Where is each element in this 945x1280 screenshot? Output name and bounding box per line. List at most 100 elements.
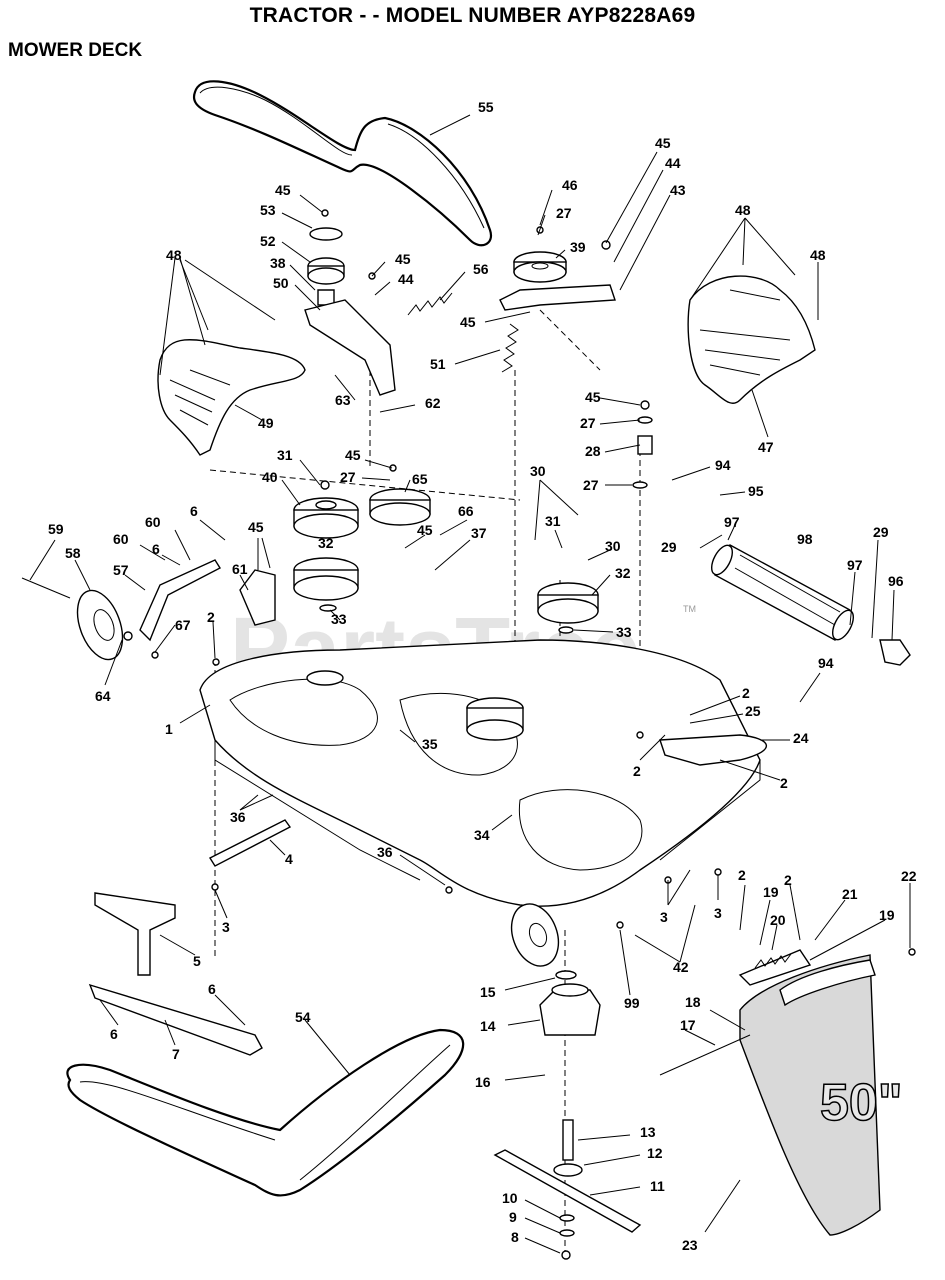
part-callout: 2 <box>633 763 641 779</box>
part-callout: 29 <box>661 539 677 555</box>
part-callout: 96 <box>888 573 904 589</box>
trademark-mark: TM <box>683 604 696 614</box>
spindle-pulley-65 <box>369 488 431 526</box>
part-callout: 27 <box>583 477 599 493</box>
part-callout: 63 <box>335 392 351 408</box>
part-callout: 35 <box>422 736 438 752</box>
part-callout: 52 <box>260 233 276 249</box>
part-callout: 57 <box>113 562 129 578</box>
part-callout: 48 <box>810 247 826 263</box>
part-callout: 60 <box>145 514 161 530</box>
part-callout: 5 <box>193 953 201 969</box>
part-callout: 30 <box>605 538 621 554</box>
part-callout: 37 <box>471 525 487 541</box>
deck-idler-pulley <box>466 697 524 741</box>
part-callout: 9 <box>509 1209 517 1225</box>
part-callout: 46 <box>562 177 578 193</box>
part-callout: 64 <box>95 688 111 704</box>
spindle-shaft-13 <box>562 1119 574 1161</box>
part-callout: 29 <box>873 524 889 540</box>
part-callout: 25 <box>745 703 761 719</box>
part-callout: 48 <box>166 247 182 263</box>
part-callout: 21 <box>842 886 858 902</box>
part-callout: 6 <box>190 503 198 519</box>
part-callout: 24 <box>793 730 809 746</box>
blade-bracket-5 <box>94 892 176 976</box>
part-callout: 43 <box>670 182 686 198</box>
center-gauge-wheel <box>510 903 560 967</box>
gauge-wheel-58 <box>76 589 124 661</box>
part-callout: 1 <box>165 721 173 737</box>
part-callout: 65 <box>412 471 428 487</box>
part-callout: 7 <box>172 1046 180 1062</box>
drive-belt-55 <box>192 80 493 247</box>
drive-belt-54 <box>66 1028 465 1197</box>
part-callout: 2 <box>207 609 215 625</box>
bracket-61 <box>239 569 276 626</box>
part-callout: 45 <box>460 314 476 330</box>
part-callout: 97 <box>724 514 740 530</box>
deflector-bracket-24 <box>659 734 767 766</box>
part-callout: 99 <box>624 995 640 1011</box>
part-callout: 47 <box>758 439 774 455</box>
part-callout: 19 <box>763 884 779 900</box>
spindle-pulley-32-right <box>537 582 599 624</box>
part-callout: 16 <box>475 1074 491 1090</box>
part-callout: 40 <box>262 469 278 485</box>
part-callout: 34 <box>474 827 490 843</box>
part-callout: 30 <box>530 463 546 479</box>
part-callout: 4 <box>285 851 293 867</box>
part-callout: 8 <box>511 1229 519 1245</box>
spindle-housing-14 <box>539 989 601 1036</box>
part-callout: 58 <box>65 545 81 561</box>
part-callout: 3 <box>714 905 722 921</box>
part-callout: 56 <box>473 261 489 277</box>
part-callout: 45 <box>275 182 291 198</box>
part-callout: 3 <box>222 919 230 935</box>
section-title: MOWER DECK <box>8 40 143 61</box>
part-callout: 32 <box>318 535 334 551</box>
part-callout: 61 <box>232 561 248 577</box>
diagram-title: TRACTOR - - MODEL NUMBER AYP8228A69 <box>249 4 696 27</box>
deck-spindle-left <box>306 670 344 686</box>
mower-blade-11 <box>493 1149 642 1233</box>
spindle-pulley-32-left <box>293 557 359 601</box>
part-callout: 36 <box>377 844 393 860</box>
part-callout: 27 <box>580 415 596 431</box>
hinge-bracket-21 <box>738 949 812 986</box>
part-callout: 33 <box>616 624 632 640</box>
part-callout: 27 <box>340 469 356 485</box>
part-callout: 45 <box>395 251 411 267</box>
part-callout: 28 <box>585 443 601 459</box>
idler-bracket-43 <box>499 284 616 311</box>
part-callout: 19 <box>879 907 895 923</box>
part-callout: 53 <box>260 202 276 218</box>
part-callout: 60 <box>113 531 129 547</box>
part-callout: 2 <box>784 872 792 888</box>
mower-deck-housing-1 <box>199 639 761 907</box>
part-callout: 11 <box>650 1178 665 1194</box>
part-callout: 23 <box>682 1237 698 1253</box>
part-callout: 39 <box>570 239 586 255</box>
discharge-chute-23: 50" <box>739 954 903 1236</box>
part-callout: 44 <box>665 155 681 171</box>
callout-leader-lines <box>29 114 911 1254</box>
part-callout: 94 <box>715 457 731 473</box>
part-callout: 51 <box>430 356 446 372</box>
part-callout: 98 <box>797 531 813 547</box>
blade-adapter-12 <box>553 1163 583 1177</box>
part-callout: 10 <box>502 1190 518 1206</box>
part-callout: 18 <box>685 994 701 1010</box>
part-callout: 45 <box>248 519 264 535</box>
part-callout: 59 <box>48 521 64 537</box>
part-callout: 94 <box>818 655 834 671</box>
part-callout: 38 <box>270 255 286 271</box>
hinge-spring-20 <box>754 953 792 969</box>
part-callout: 14 <box>480 1018 496 1034</box>
part-callout: 6 <box>208 981 216 997</box>
idler-arm-50 <box>304 299 396 396</box>
part-callout: 31 <box>545 513 561 529</box>
part-callout: 66 <box>458 503 474 519</box>
idler-pulley-39 <box>513 251 567 283</box>
